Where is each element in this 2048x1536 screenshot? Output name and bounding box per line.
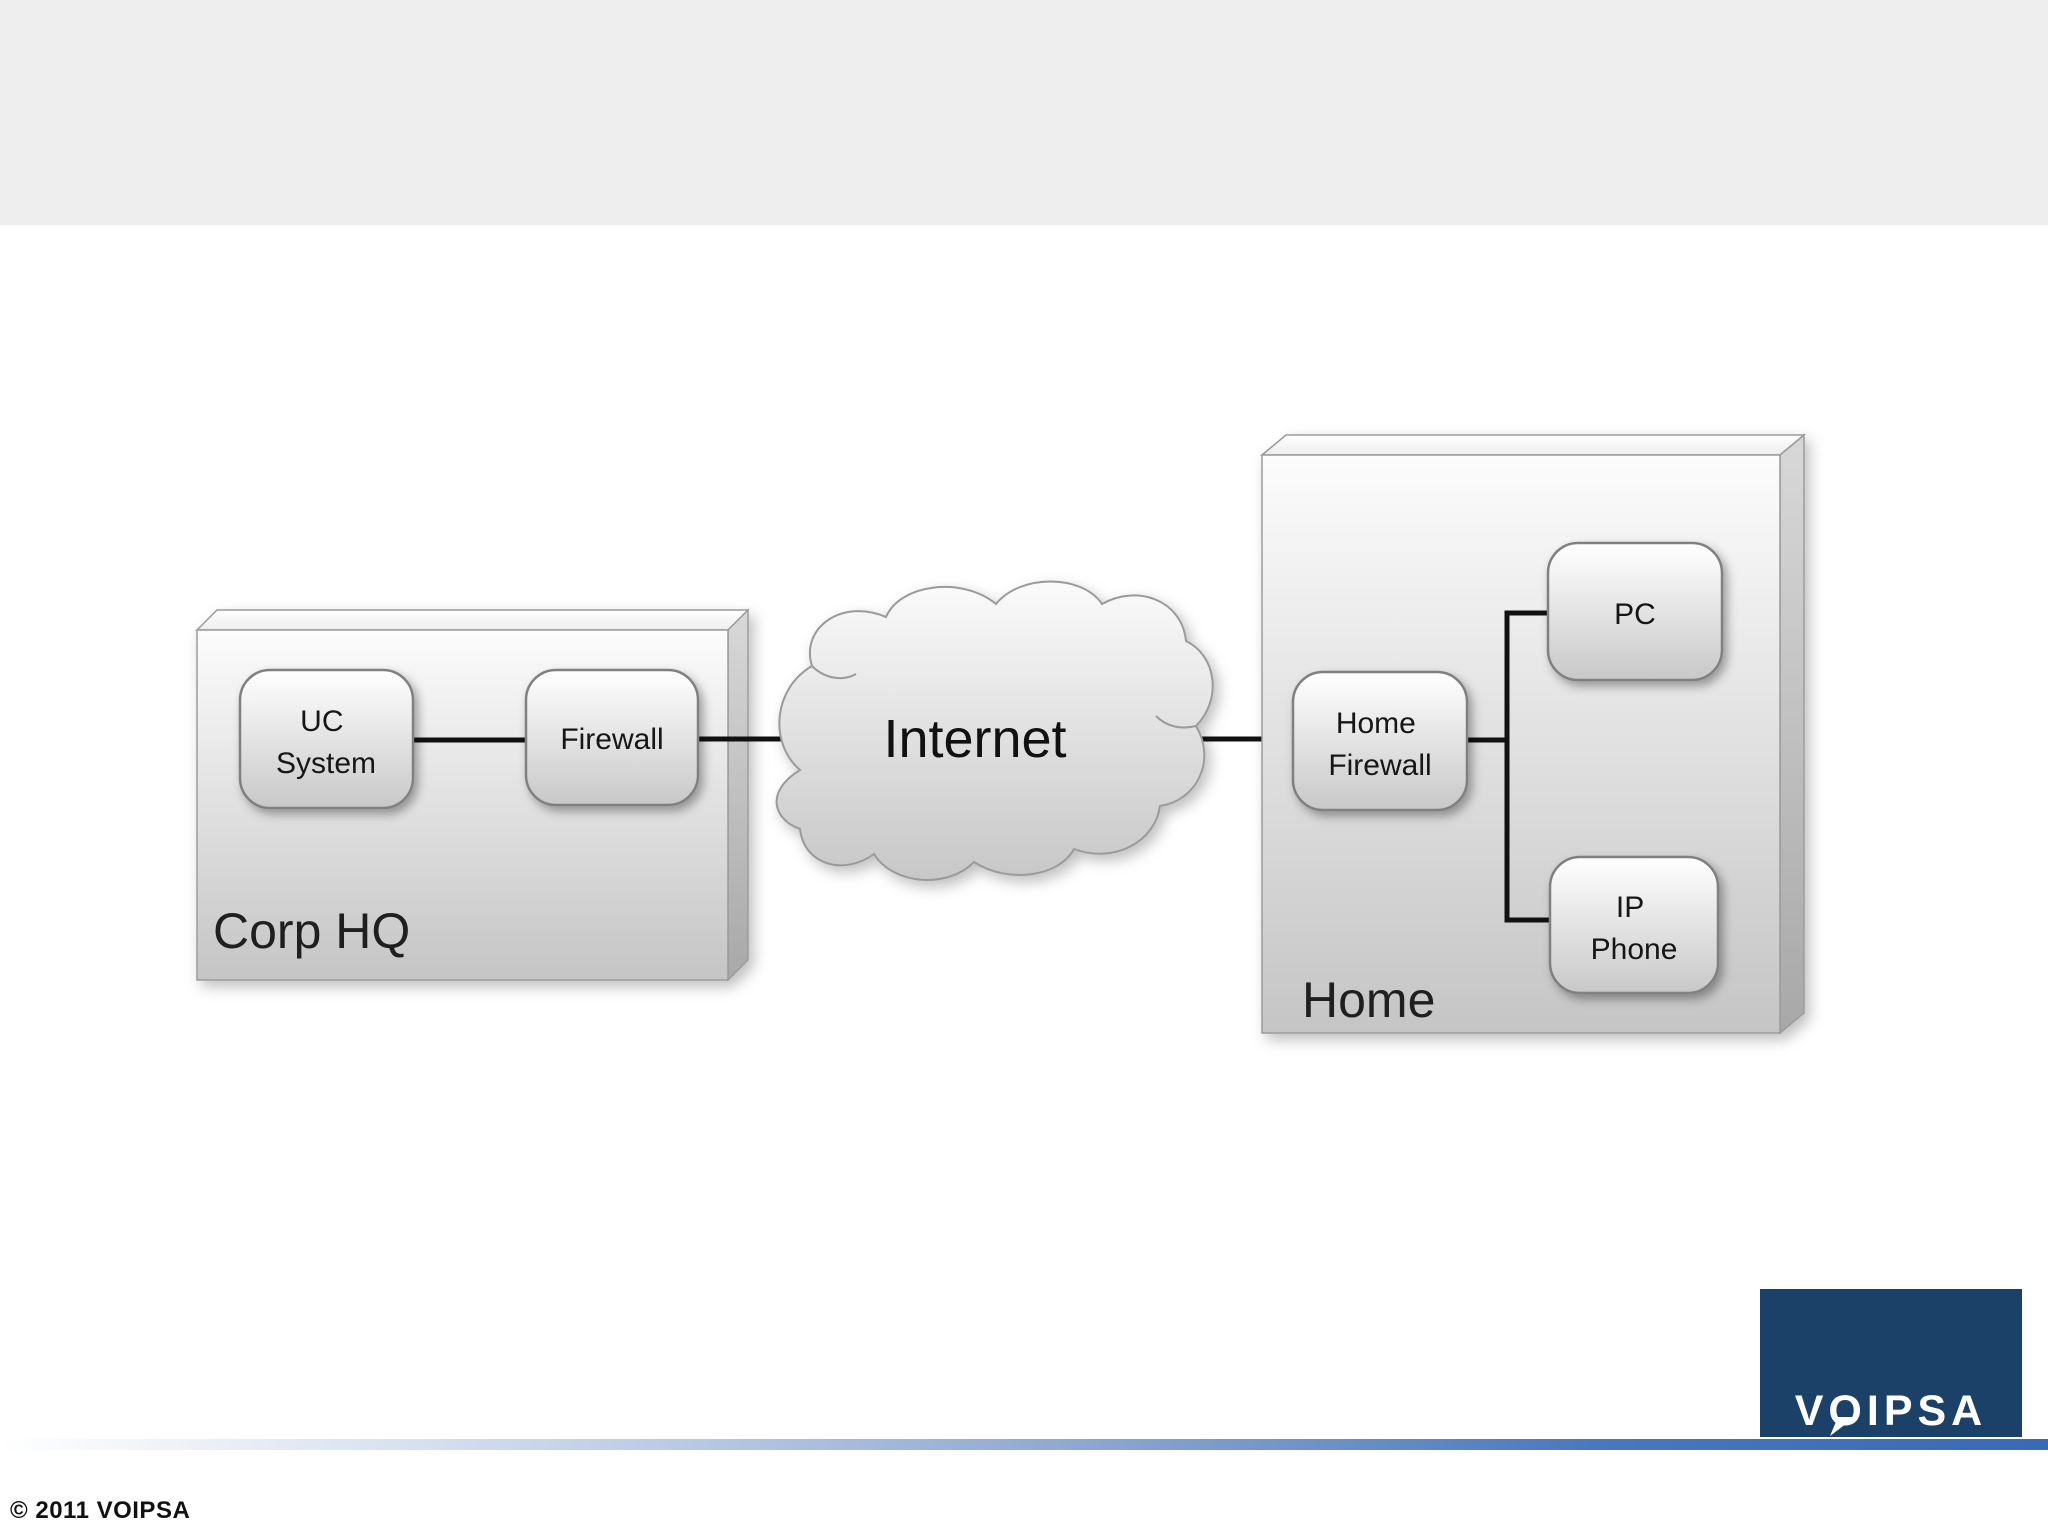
home-bus-connector [1467, 610, 1550, 923]
uc-system-label: UC System [276, 705, 376, 780]
home-cube-top-face [1259, 434, 1807, 456]
corp-hq-label: Corp HQ [213, 903, 410, 959]
home-cube-side-face [1779, 433, 1805, 1035]
ip-phone-node [1548, 855, 1720, 995]
corp-hq-cube-top-face [195, 609, 750, 631]
cloud-detail-curl-left [811, 665, 857, 680]
copyright-text: © 2011 VOIPSA [10, 1497, 191, 1524]
home-label: Home [1302, 972, 1435, 1028]
home-firewall-node [1291, 670, 1469, 812]
ip-phone-label: IP Phone [1591, 891, 1678, 966]
firewall-node [524, 668, 700, 807]
voipsa-logo: VOIPSA [1760, 1289, 2022, 1437]
header-band [0, 0, 2048, 225]
voipsa-logo-text: VOIPSA [1795, 1387, 1988, 1435]
pc-label: PC [1614, 598, 1656, 631]
voipsa-logo-art: VOIPSA [1795, 1387, 1988, 1436]
pc-node [1546, 541, 1724, 682]
cloud-detail-curl-right [1155, 715, 1197, 729]
speech-bubble-tail-icon [1830, 1417, 1855, 1436]
uc-system-node [238, 668, 415, 810]
footer-accent-band [0, 1439, 2048, 1450]
internet-cloud-shape [775, 580, 1214, 881]
corp-hq-cube-side-face [727, 608, 749, 982]
home-firewall-label: Home Firewall [1328, 707, 1431, 782]
internet-label: Internet [883, 709, 1066, 769]
firewall-label: Firewall [560, 723, 663, 756]
internet-cloud: Internet [775, 580, 1214, 881]
